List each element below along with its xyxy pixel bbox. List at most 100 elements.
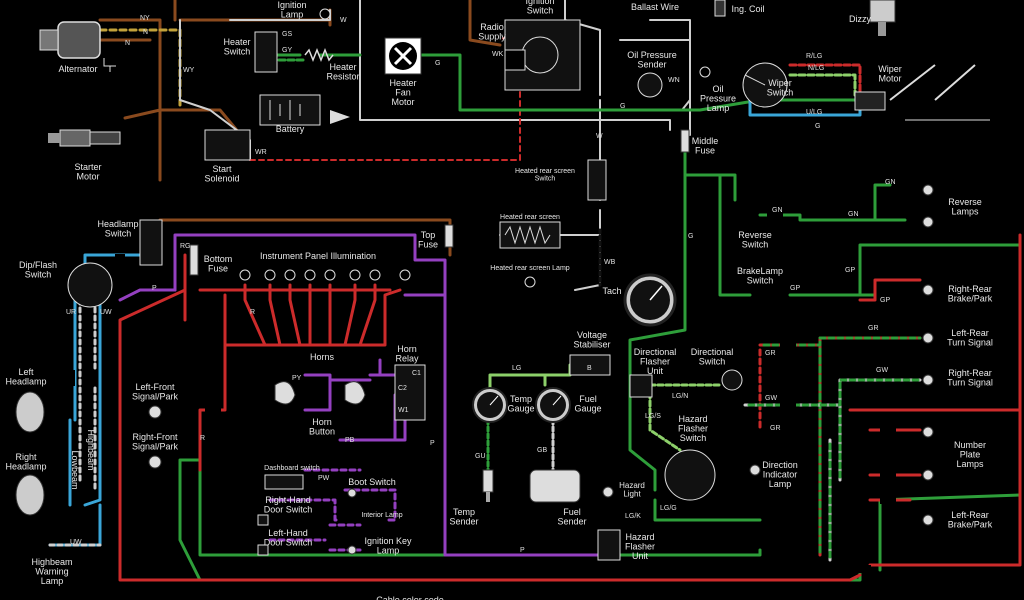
wire-label: LG/S xyxy=(645,413,661,420)
wire-blue-stripe xyxy=(48,298,102,547)
hazard-flasher-switch-body xyxy=(664,449,716,501)
label-battery: Battery xyxy=(276,124,305,134)
wire-label: B xyxy=(587,365,592,372)
fuel-gauge-dial xyxy=(535,387,571,423)
wire-label: GP xyxy=(845,267,855,274)
connector xyxy=(880,497,896,504)
label-interior-lamp: Interior Lamp xyxy=(361,512,402,519)
heater-fan-motor xyxy=(384,37,422,75)
label-instrument-panel-illumination: Instrument Panel Illumination xyxy=(260,251,376,261)
oil-pressure-sender xyxy=(637,72,663,98)
connector xyxy=(880,427,896,434)
wire-label: UW xyxy=(100,309,112,316)
label-horns: Horns xyxy=(310,352,335,362)
wire-label: G xyxy=(435,60,440,67)
wire-label: GB xyxy=(537,447,547,454)
middle-fuse xyxy=(680,129,690,153)
wire-label: GS xyxy=(282,31,292,38)
connector xyxy=(235,227,249,233)
wire-label: GU xyxy=(475,453,486,460)
wire-label: C2 xyxy=(398,385,407,392)
wire-rlg xyxy=(788,63,862,97)
battery xyxy=(259,94,350,126)
connector xyxy=(115,254,125,259)
horn-relay-body xyxy=(394,364,426,421)
connector xyxy=(822,445,828,459)
wire-label: N xyxy=(143,29,148,36)
wire-label: W1 xyxy=(398,407,409,414)
rear-lamps xyxy=(347,184,934,555)
wire-label: GN xyxy=(885,179,896,186)
wire-red-outer xyxy=(118,233,1022,582)
connector xyxy=(780,341,796,349)
label-ballast-wire: Ballast Wire xyxy=(631,2,679,12)
wire-label: PY xyxy=(292,375,302,382)
wire-brown-ign xyxy=(468,0,502,47)
bottom-fuse-body xyxy=(189,244,199,276)
wire-red-panel xyxy=(198,283,402,347)
wire-brown-main xyxy=(98,18,247,182)
door-switches xyxy=(257,474,304,556)
wire-purple-door xyxy=(268,468,397,552)
wire-label: WK xyxy=(492,51,504,58)
wire-label: WB xyxy=(604,259,616,266)
wire-label: R/LG xyxy=(806,53,822,60)
wiper-motor xyxy=(854,64,990,121)
connectors xyxy=(67,213,896,573)
connector xyxy=(780,402,796,410)
wire-label: R xyxy=(200,435,205,442)
wire-label: LG/K xyxy=(625,513,641,520)
top-fuse-body xyxy=(444,224,454,248)
ignition-switch xyxy=(504,19,581,91)
wire-blue xyxy=(48,253,142,547)
label-heated-rear-screen: Heated rear screen xyxy=(500,214,560,221)
wire-label: R xyxy=(250,309,255,316)
front-signal-lamps xyxy=(148,405,162,469)
wiper-switch xyxy=(742,62,788,108)
wire-nlg xyxy=(788,73,857,97)
hazard-flasher-unit-body xyxy=(597,529,621,561)
starter-motor xyxy=(48,129,121,147)
dizzy xyxy=(869,0,896,36)
wire-purple-main xyxy=(173,233,602,557)
ignition-lamp-bulb xyxy=(319,8,331,20)
wire-green-reverse xyxy=(758,183,907,222)
wire-label: LG xyxy=(512,365,521,372)
oil-pressure-lamp-bulb xyxy=(699,66,711,78)
dip-flash-switch-body xyxy=(67,262,113,308)
label-lowbeam: Lowbeam xyxy=(70,450,80,489)
wire-green-main xyxy=(628,138,752,492)
wire-label: GW xyxy=(876,367,888,374)
wire-label: WN xyxy=(668,77,680,84)
headlamps xyxy=(15,391,45,516)
heated-rear-screen-element xyxy=(499,221,561,249)
wire-label: N xyxy=(125,40,130,47)
connector xyxy=(855,565,871,573)
wire-label: G xyxy=(688,233,693,240)
